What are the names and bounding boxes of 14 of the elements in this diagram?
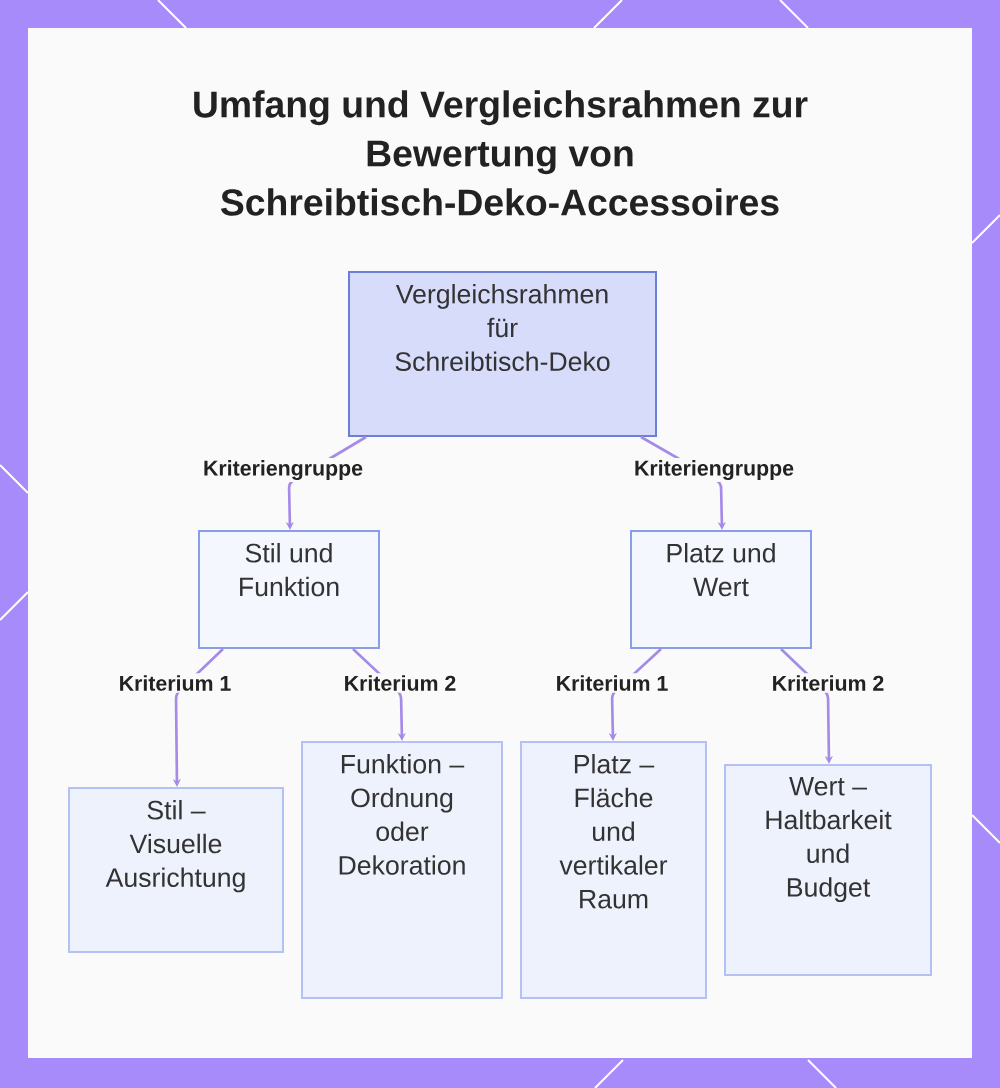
root-box: Vergleichsrahmen für Schreibtisch-Deko	[348, 271, 657, 437]
edge-label: Kriterium 1	[553, 673, 671, 693]
edge-label: Kriterium 2	[769, 673, 887, 693]
edge-label: Kriterium 1	[116, 673, 234, 693]
criterion-box: Platz – Fläche und vertikaler Raum	[520, 741, 707, 999]
group-box: Platz und Wert	[630, 530, 812, 649]
edge-label: Kriteriengruppe	[632, 458, 796, 482]
edge-label: Kriteriengruppe	[201, 458, 365, 482]
criterion-box: Funktion – Ordnung oder Dekoration	[301, 741, 503, 999]
edge-label: Kriterium 2	[341, 673, 459, 693]
criterion-box: Wert – Haltbarkeit und Budget	[724, 764, 932, 976]
title: Umfang und Vergleichsrahmen zur Bewertung von Schreibtisch-Deko-Accessoires	[194, 90, 808, 216]
group-box: Stil und Funktion	[198, 530, 380, 649]
criterion-box: Stil – Visuelle Ausrichtung	[68, 787, 284, 953]
